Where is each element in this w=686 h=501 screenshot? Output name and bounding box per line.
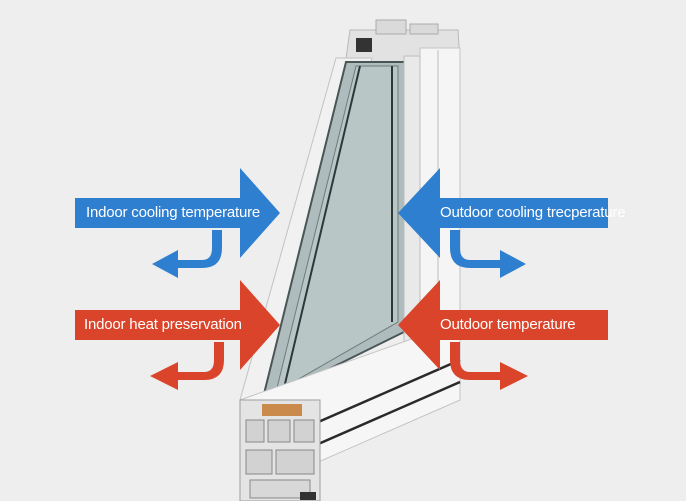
outdoor-temperature-label: Outdoor temperature <box>440 316 575 334</box>
frame-top-chamber <box>376 20 406 34</box>
chamber <box>268 420 290 442</box>
frame-top-seal <box>356 38 372 52</box>
outdoor-cooling-label: Outdoor cooling trecperature <box>440 204 625 222</box>
frame-bottom-seal-block <box>300 492 316 500</box>
indoor-heat-label: Indoor heat preservation <box>84 316 242 334</box>
chamber <box>246 450 272 474</box>
chamber <box>246 420 264 442</box>
glass-spacer <box>262 404 302 416</box>
chamber <box>294 420 314 442</box>
frame-top-chamber <box>410 24 438 34</box>
chamber <box>276 450 314 474</box>
indoor-cooling-label: Indoor cooling temperature <box>86 204 260 222</box>
